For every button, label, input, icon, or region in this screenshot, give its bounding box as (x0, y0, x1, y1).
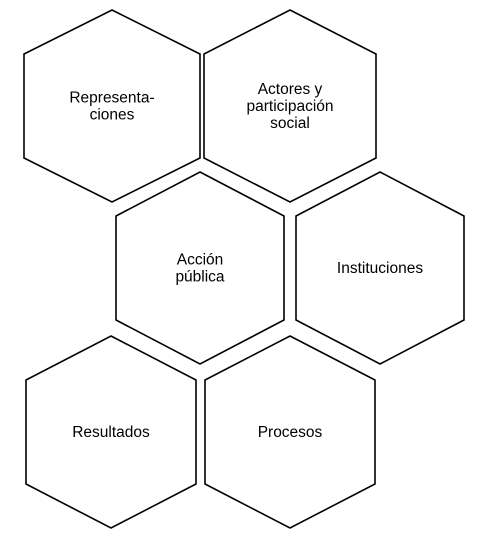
hexagon-node-resultados: Resultados (25, 335, 197, 529)
hexagon-label-line: Instituciones (337, 260, 423, 277)
hexagon-label: Instituciones (337, 260, 423, 277)
hexagon-label-line: Procesos (258, 424, 323, 441)
hexagon-label-line: ciones (90, 107, 135, 124)
hexagon-shape (204, 335, 376, 529)
hexagon-label: Resultados (72, 424, 150, 441)
hexagon-label: Procesos (258, 424, 323, 441)
hexagon-shape (295, 171, 465, 365)
hexagon-label-line: pública (175, 269, 224, 286)
hexagon-label-line: Resultados (72, 424, 150, 441)
hexagon-label: Representa-ciones (69, 90, 154, 124)
hexagon-label-line: Representa- (69, 90, 154, 107)
hexagon-label-line: Actores y (258, 81, 323, 98)
hexagon-node-instituciones: Instituciones (295, 171, 465, 365)
hexagon-label-line: social (270, 115, 310, 132)
hexagon-shape (25, 335, 197, 529)
hexagon-node-representaciones: Representa-ciones (23, 9, 201, 203)
hexagon-node-procesos: Procesos (204, 335, 376, 529)
hexagon-label-line: participación (246, 98, 333, 115)
hexagon-shape (115, 171, 285, 365)
hexagon-label-line: Acción (177, 252, 224, 269)
hexagon-shape (203, 9, 377, 203)
hexagon-shape (23, 9, 201, 203)
